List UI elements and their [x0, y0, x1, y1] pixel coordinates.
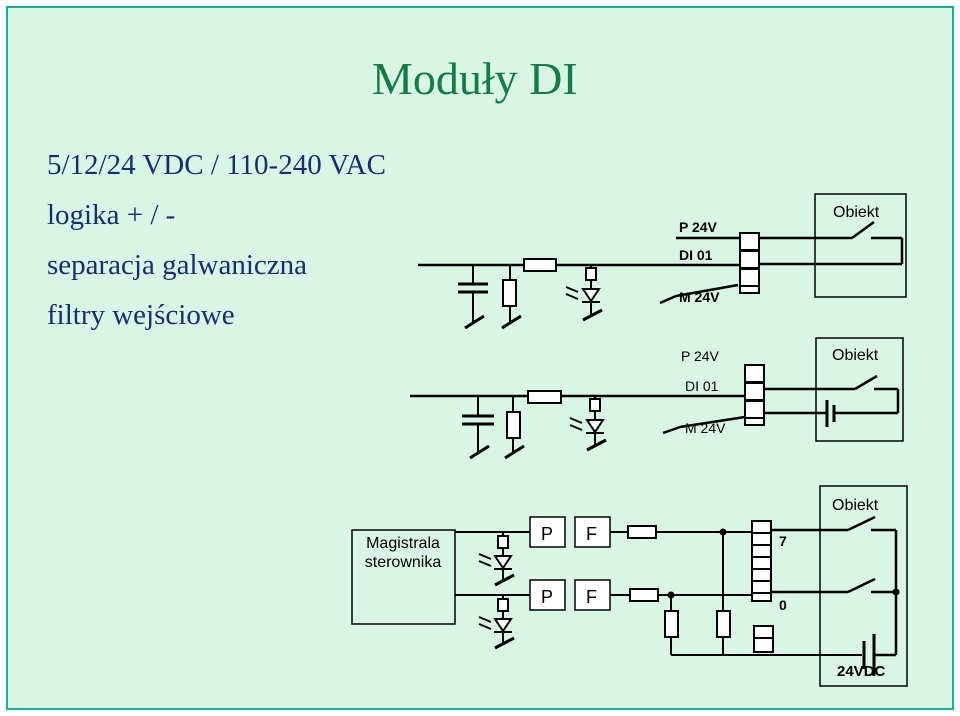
- diagram1-p24-label: P 24V: [679, 219, 718, 235]
- bullet-item: filtry wejściowe: [47, 299, 235, 331]
- diagram2-obiekt-label: Obiekt: [832, 347, 879, 364]
- diagram3-obiekt-label: Obiekt: [832, 497, 879, 514]
- channel-7-label: 7: [779, 533, 787, 549]
- bus-label-line2: sterownika: [365, 554, 442, 571]
- diagram-3-multichannel: Magistrala sterownika P F P F: [351, 485, 908, 687]
- channel2-f-label: F: [586, 587, 597, 607]
- diagram2-di01-label: DI 01: [685, 378, 719, 394]
- channel2-p-label: P: [541, 587, 553, 607]
- diagram1-di01-label: DI 01: [679, 247, 713, 263]
- bullet-item: 5/12/24 VDC / 110-240 VAC: [47, 149, 386, 181]
- channel-0-label: 0: [779, 597, 787, 613]
- bullet-list: 5/12/24 VDC / 110-240 VAC logika + / - s…: [47, 140, 386, 340]
- channel1-p-label: P: [541, 524, 553, 544]
- diagram2-p24-label: P 24V: [681, 348, 720, 364]
- slide-title: Moduły DI: [372, 53, 578, 104]
- diagram2-m24-label: M 24V: [685, 420, 726, 436]
- diagram-1-sink-input: Obiekt P 24V DI 01 M 24V: [418, 193, 907, 330]
- channel1-f-label: F: [586, 524, 597, 544]
- diagram1-obiekt-label: Obiekt: [833, 204, 880, 221]
- supply-voltage-label: 24VDC: [837, 663, 886, 680]
- diagram1-m24-label: M 24V: [679, 289, 720, 305]
- bullet-item: logika + / -: [47, 199, 176, 231]
- diagram-2-source-input: Obiekt P 24V DI 01 M 24V: [410, 337, 904, 460]
- bullet-item: separacja galwaniczna: [47, 249, 308, 281]
- bus-label-line1: Magistrala: [366, 535, 440, 552]
